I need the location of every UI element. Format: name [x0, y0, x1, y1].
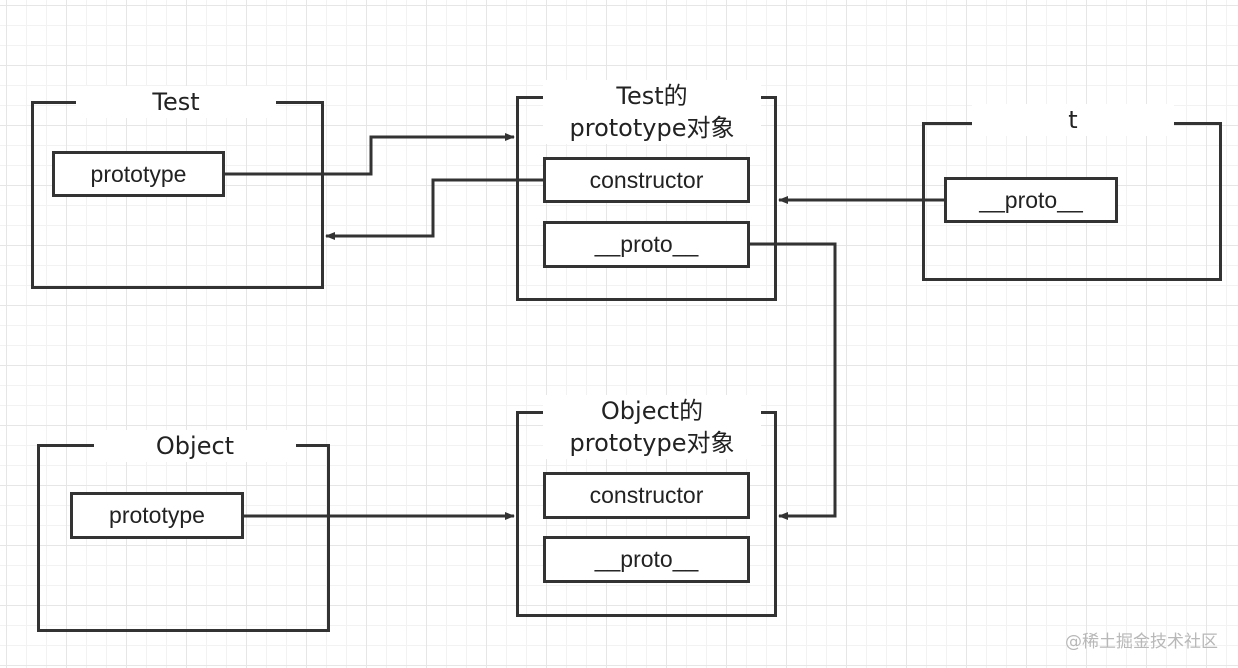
- object-prototype-field: prototype: [70, 492, 244, 539]
- test-prototype-constructor-field: constructor: [543, 157, 750, 203]
- object-prototype-constructor-field: constructor: [543, 472, 750, 519]
- object-prototype-object-title: Object的 prototype对象: [543, 395, 761, 459]
- test-function-title: Test: [76, 86, 276, 118]
- object-prototype-object-title-line1: Object的: [600, 397, 704, 425]
- t-proto-field: __proto__: [944, 177, 1118, 223]
- object-prototype-proto-field: __proto__: [543, 536, 750, 583]
- object-prototype-object-title-line2: prototype对象: [569, 429, 735, 457]
- test-prototype-object-title-line1: Test的: [616, 82, 688, 110]
- test-prototype-proto-field: __proto__: [543, 221, 750, 268]
- test-prototype-field: prototype: [52, 151, 225, 197]
- watermark: @稀土掘金技术社区: [1065, 632, 1218, 652]
- t-instance-title: t: [972, 104, 1174, 136]
- arrow-constructor-to-test: [325, 178, 543, 240]
- test-prototype-object-title-line2: prototype对象: [569, 114, 735, 142]
- test-prototype-object-title: Test的 prototype对象: [543, 80, 761, 144]
- object-function-title: Object: [94, 430, 296, 462]
